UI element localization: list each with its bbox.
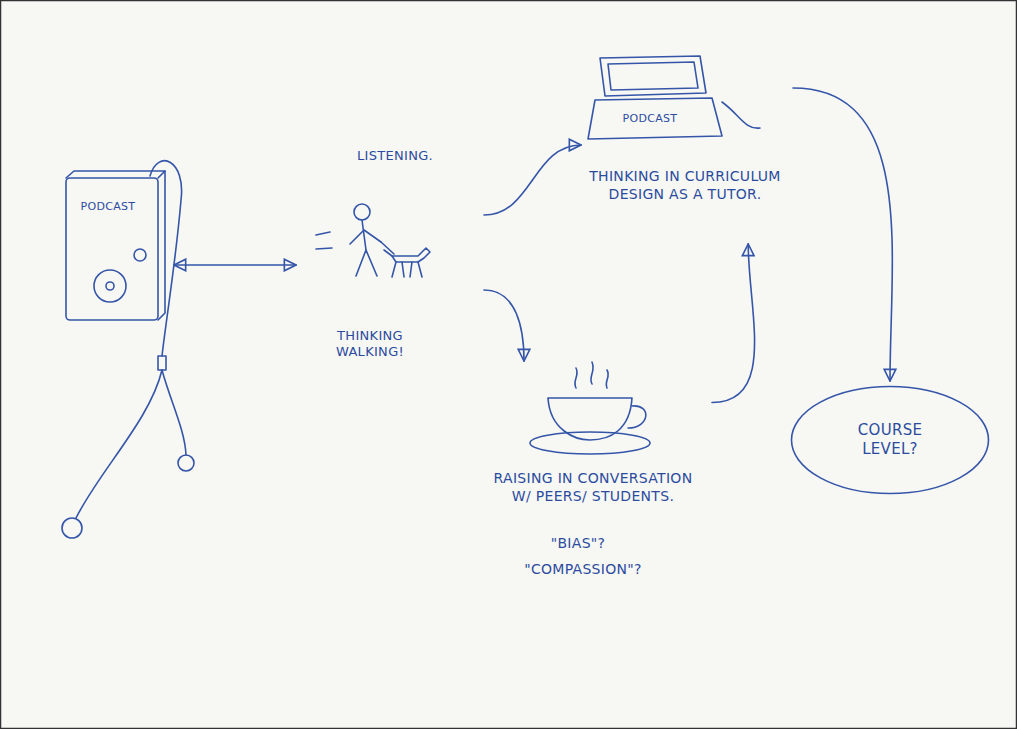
node-text: LISTENING. [340, 148, 450, 164]
arrow-connector [484, 145, 581, 215]
ellipse-node: COURSE LEVEL? [790, 385, 990, 495]
node-text: "BIAS"? [518, 535, 638, 553]
node-text: THINKING WALKING! [320, 328, 420, 361]
arrow-connector [484, 290, 524, 361]
walker-with-dog-drawing [316, 204, 430, 277]
laptop-drawing [588, 56, 760, 139]
node-text: PODCAST [605, 112, 695, 126]
node-text: RAISING IN CONVERSATION W/ PEERS/ STUDEN… [488, 470, 698, 505]
speaker-drawing [66, 171, 165, 320]
arrow-connector [712, 244, 755, 403]
coffee-cup-drawing [530, 362, 650, 454]
node-text: PODCAST [78, 200, 138, 214]
arrow-connector [793, 88, 892, 381]
arrow-connector [174, 264, 296, 266]
sketch-node: PODCAST THINKING IN CURRICULUM DESIGN AS … [585, 50, 789, 240]
sketch-node: RAISING IN CONVERSATION W/ PEERS/ STUDEN… [478, 365, 708, 615]
node-text: "COMPASSION"? [498, 561, 668, 579]
node-text: THINKING IN CURRICULUM DESIGN AS A TUTOR… [587, 168, 783, 203]
node-text: COURSE LEVEL? [830, 421, 950, 459]
earphones-drawing [62, 161, 194, 538]
sketch-node: LISTENING. THINKING WALKING! [300, 140, 480, 390]
sketch-node: PODCAST [60, 172, 170, 327]
